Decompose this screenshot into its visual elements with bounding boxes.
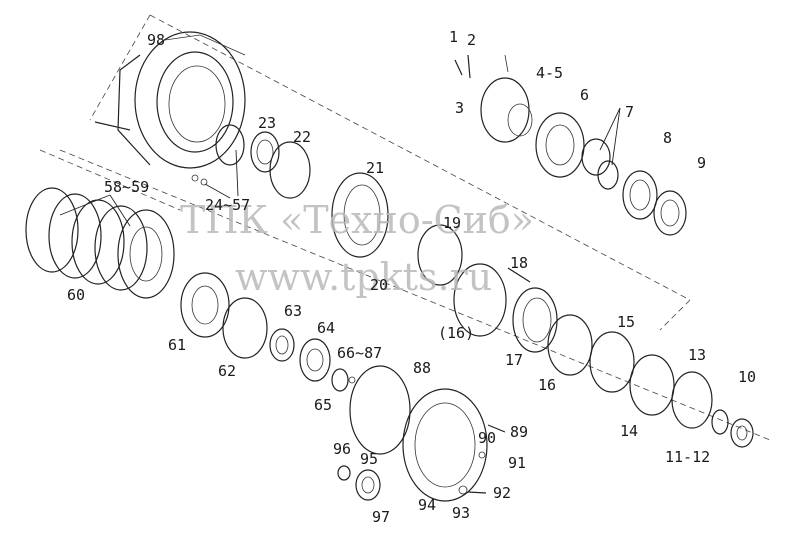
label-11-12: 11-12 bbox=[665, 448, 710, 466]
label-6: 6 bbox=[580, 86, 589, 104]
label-1: 1 bbox=[449, 28, 458, 46]
label-91: 91 bbox=[508, 454, 526, 472]
seal-part-22 bbox=[269, 141, 311, 199]
watermark-url: www.tpkts.ru bbox=[235, 255, 492, 299]
label-19: 19 bbox=[443, 214, 461, 232]
bolts-part-89-93 bbox=[458, 424, 506, 495]
label-16: 16 bbox=[538, 376, 556, 394]
label-9: 9 bbox=[697, 154, 706, 172]
disc-part-13 bbox=[671, 371, 713, 429]
label-62: 62 bbox=[218, 362, 236, 380]
label-95: 95 bbox=[360, 450, 378, 468]
label-17: 17 bbox=[505, 351, 523, 369]
label-24-57: 24~57 bbox=[205, 196, 250, 214]
label-7: 7 bbox=[625, 103, 634, 121]
gear-ring-part-21 bbox=[331, 172, 389, 258]
ring-part-6 bbox=[535, 112, 585, 178]
hub-part-4-5 bbox=[454, 54, 533, 143]
clutch-disc-pack-58-60 bbox=[25, 149, 181, 299]
pin-part-18 bbox=[507, 267, 531, 283]
label-90: 90 bbox=[478, 429, 496, 447]
label-66-87: 66~87 bbox=[337, 344, 382, 362]
label-58-59: 58~59 bbox=[104, 178, 149, 196]
label-60: 60 bbox=[67, 286, 85, 304]
label-13: 13 bbox=[688, 346, 706, 364]
label-65: 65 bbox=[314, 396, 332, 414]
ring-gear-part-17 bbox=[512, 287, 558, 353]
label-96: 96 bbox=[333, 440, 351, 458]
label-3: 3 bbox=[455, 99, 464, 117]
disc-part-14 bbox=[629, 354, 675, 416]
watermark-title: ТПК «Техно-Сиб» bbox=[180, 198, 534, 242]
ring-part-24-57 bbox=[191, 124, 245, 186]
label-92: 92 bbox=[493, 484, 511, 502]
label-64: 64 bbox=[317, 319, 335, 337]
parts-10-12 bbox=[711, 409, 754, 448]
label-18: 18 bbox=[510, 254, 528, 272]
label-61: 61 bbox=[168, 336, 186, 354]
label-94: 94 bbox=[418, 496, 436, 514]
label-93: 93 bbox=[452, 504, 470, 522]
label-63: 63 bbox=[284, 302, 302, 320]
leader-lines bbox=[59, 107, 621, 227]
bearing-part-23 bbox=[250, 131, 280, 173]
rings-part-19-20-16 bbox=[417, 224, 507, 337]
o-rings-part-7 bbox=[581, 138, 619, 190]
label-97: 97 bbox=[372, 508, 390, 526]
housing-part-98 bbox=[94, 31, 246, 169]
label-16-paren: (16) bbox=[438, 324, 474, 342]
disc-part-16 bbox=[547, 314, 593, 376]
bearing-part-63 bbox=[269, 328, 295, 362]
label-2: 2 bbox=[467, 31, 476, 49]
ball-part-66-87 bbox=[348, 376, 356, 384]
disc-part-15 bbox=[589, 331, 635, 393]
bearing-part-9 bbox=[653, 190, 687, 236]
ring-part-61 bbox=[180, 272, 230, 338]
label-4-5: 4-5 bbox=[536, 64, 563, 82]
carrier-part-94 bbox=[402, 388, 488, 502]
label-23: 23 bbox=[258, 114, 276, 132]
ring-part-62 bbox=[222, 297, 268, 359]
label-15: 15 bbox=[617, 313, 635, 331]
label-8: 8 bbox=[663, 129, 672, 147]
bearing-part-8 bbox=[622, 170, 658, 220]
disc-part-88 bbox=[349, 365, 411, 455]
label-98: 98 bbox=[147, 31, 165, 49]
assembly-axis-lines bbox=[59, 14, 771, 441]
label-89: 89 bbox=[510, 423, 528, 441]
label-20: 20 bbox=[370, 276, 388, 294]
gear-part-95-97 bbox=[337, 465, 381, 501]
label-14: 14 bbox=[620, 422, 638, 440]
gear-part-64 bbox=[299, 338, 331, 382]
gear-part-65 bbox=[331, 368, 349, 392]
part-labels: 98 23 22 24~57 58~59 60 21 19 20 (16) 18… bbox=[67, 28, 756, 526]
label-21: 21 bbox=[366, 159, 384, 177]
label-88: 88 bbox=[413, 359, 431, 377]
label-10: 10 bbox=[738, 368, 756, 386]
label-22: 22 bbox=[293, 128, 311, 146]
